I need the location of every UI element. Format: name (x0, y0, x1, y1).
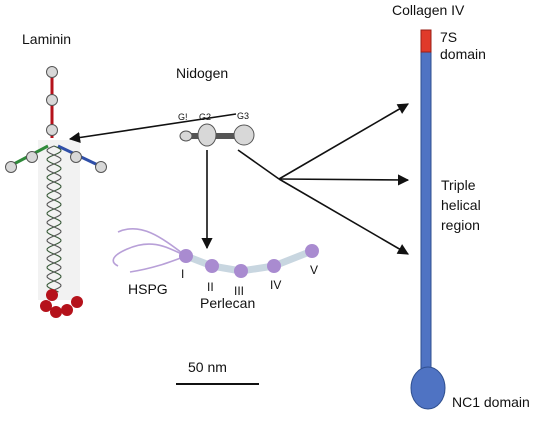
laminin-lg-domains (40, 289, 83, 318)
perlecan-domain-ii (205, 259, 219, 273)
laminin-label: Laminin (22, 31, 71, 47)
seven-s-label-line1: 7S (440, 29, 457, 45)
arrow-nidogen-to-laminin (68, 113, 237, 144)
arrow-nidogen-stem (237, 149, 280, 180)
collagen-7s-domain (420, 29, 432, 53)
triple-helical-label-line1: Triple (441, 177, 476, 193)
perlecan-domain-label: II (207, 280, 214, 294)
perlecan-domain-label: V (310, 263, 318, 277)
scale-bar-label: 50 nm (188, 359, 227, 375)
perlecan-molecule (112, 227, 319, 278)
arrow-to-collagen-lower (278, 178, 409, 255)
laminin-lg-globule (61, 304, 73, 316)
perlecan-domain-iii (234, 264, 248, 278)
laminin-molecule (5, 66, 107, 318)
triple-helical-label-line3: region (441, 217, 480, 233)
perlecan-domain-label: I (181, 267, 184, 281)
perlecan-domain-iv (267, 259, 281, 273)
perlecan-domain-label: III (234, 284, 244, 298)
laminin-node (5, 161, 17, 173)
perlecan-label: Perlecan (200, 295, 255, 311)
hspg-chain (117, 227, 187, 257)
perlecan-core-rod (184, 247, 314, 275)
nc1-domain-label: NC1 domain (452, 394, 530, 410)
nidogen-g3-label: G3 (237, 111, 249, 121)
nidogen-g1-label: G! (178, 112, 188, 122)
laminin-lg-globule (71, 296, 83, 308)
seven-s-label-line2: domain (440, 46, 486, 62)
interaction-arrows (68, 103, 410, 255)
laminin-node (46, 66, 58, 78)
laminin-lg-globule (50, 306, 62, 318)
laminin-coiled-coil (46, 145, 62, 293)
perlecan-domain-i (179, 249, 193, 263)
laminin-node (95, 161, 107, 173)
laminin-node (46, 124, 58, 136)
collagen-nc1-domain (410, 366, 446, 410)
laminin-node (26, 151, 38, 163)
collagen-iv-molecule (410, 29, 446, 410)
arrow-to-collagen-middle (278, 174, 410, 186)
hspg-chain (112, 243, 187, 267)
collagen-triple-helix (420, 49, 432, 381)
nidogen-g2-domain (197, 123, 217, 147)
perlecan-domain-label: IV (270, 278, 281, 292)
nidogen-label: Nidogen (176, 65, 228, 81)
arrow-to-collagen-upper (278, 103, 409, 180)
laminin-node (70, 151, 82, 163)
triple-helical-label-line2: helical (441, 197, 481, 213)
nidogen-g3-domain (233, 124, 255, 146)
perlecan-domain-v (305, 244, 319, 258)
laminin-lg-globule (46, 289, 58, 301)
collagen-iv-label: Collagen IV (392, 2, 465, 18)
nidogen-molecule (179, 123, 255, 147)
laminin-coil-strand (46, 145, 62, 293)
laminin-node (46, 94, 58, 106)
nidogen-g1-domain (179, 130, 193, 142)
nidogen-g2-label: G2 (199, 112, 211, 122)
hspg-chain (129, 255, 187, 273)
hspg-label: HSPG (128, 281, 168, 297)
laminin-coil-strand (46, 145, 62, 293)
laminin-lg-globule (40, 300, 52, 312)
